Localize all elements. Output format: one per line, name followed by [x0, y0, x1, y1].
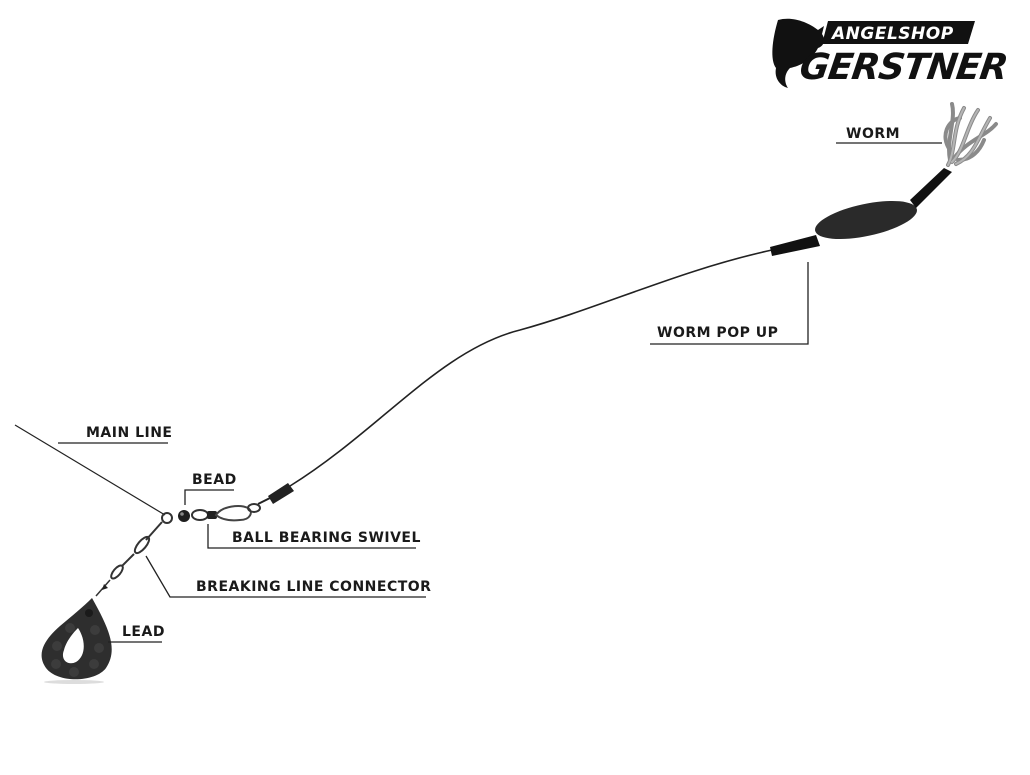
bead [178, 510, 190, 522]
brand-logo [772, 18, 975, 89]
callout-lines [58, 142, 942, 643]
breaking-line-connector [95, 521, 163, 597]
bead-highlight [180, 512, 184, 516]
hooklink-line [289, 249, 773, 487]
main-line [14, 424, 166, 516]
label-ball-bearing-swivel: BALL BEARING SWIVEL [232, 530, 421, 546]
worm-pop-up-body [815, 200, 917, 240]
label-worm: WORM [846, 126, 901, 142]
callout-bead [184, 489, 234, 505]
worm-highlights [947, 107, 991, 166]
callout-breaking-line-connector [145, 555, 426, 598]
logo-name: GERSTNER [797, 47, 1010, 88]
logo-subtitle: ANGELSHOP [832, 24, 954, 44]
lead-weight [41, 598, 112, 684]
ring [161, 512, 173, 524]
pop-up-tail [910, 168, 952, 208]
pop-up-tube [770, 235, 820, 256]
label-main-line: MAIN LINE [86, 425, 173, 441]
label-breaking-line-connector: BREAKING LINE CONNECTOR [196, 579, 432, 595]
callout-ball-bearing-swivel [207, 524, 416, 549]
callout-worm-pop-up [650, 262, 809, 345]
ball-bearing-swivel [191, 503, 261, 522]
shrink-tube [268, 483, 294, 504]
label-lead: LEAD [122, 624, 165, 640]
logo-subtitle-banner [822, 21, 975, 44]
fish-icon [772, 18, 825, 89]
label-bead: BEAD [192, 472, 237, 488]
label-worm-pop-up: WORM POP UP [657, 325, 779, 341]
hook-shank [257, 496, 273, 505]
worm-cluster [943, 102, 998, 167]
